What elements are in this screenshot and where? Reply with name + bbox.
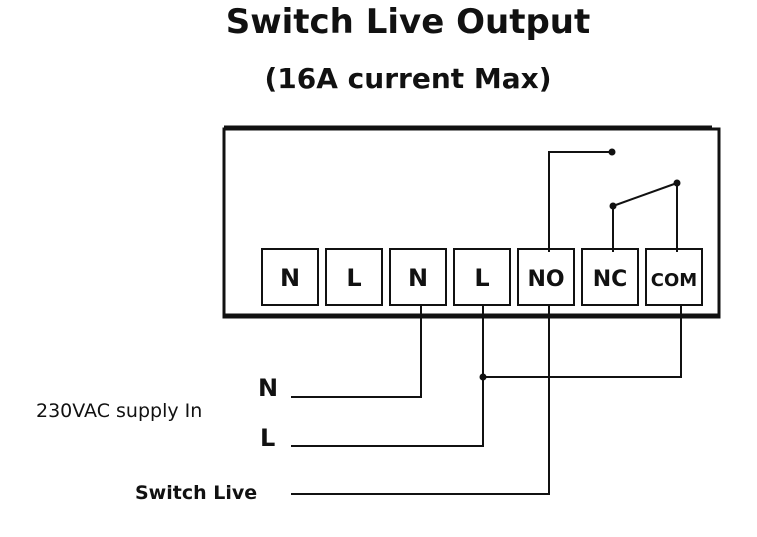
- terminal-label: N: [280, 264, 300, 292]
- neutral-supply-wire: [291, 305, 422, 398]
- terminal-label: L: [474, 264, 489, 292]
- terminal-n-2: N: [389, 248, 447, 306]
- live-wire-label: L: [260, 424, 276, 452]
- relay-com-contact-dot: [673, 179, 681, 187]
- terminal-box: [325, 248, 383, 306]
- diagram-subtitle: (16A current Max): [264, 62, 552, 95]
- terminal-l-1: L: [325, 248, 383, 306]
- terminal-label: NC: [593, 267, 628, 292]
- terminal-box: [581, 248, 639, 306]
- terminal-box: [645, 248, 703, 306]
- relay-no-contact-dot: [608, 148, 616, 156]
- terminal-box: [517, 248, 575, 306]
- relay-switch-arm: [612, 182, 678, 207]
- terminal-label: NO: [527, 267, 564, 292]
- terminal-label: L: [346, 264, 361, 292]
- live-junction-dot: [479, 373, 487, 381]
- terminal-box: [261, 248, 319, 306]
- neutral-wire-label: N: [258, 374, 279, 402]
- terminal-l-3: L: [453, 248, 511, 306]
- terminal-nc-5: NC: [581, 248, 639, 306]
- live-supply-wire: [291, 305, 484, 447]
- supply-in-label: 230VAC supply In: [36, 400, 203, 422]
- terminal-label: COM: [651, 270, 697, 291]
- terminal-box: [389, 248, 447, 306]
- terminal-n-0: N: [261, 248, 319, 306]
- diagram-title: Switch Live Output: [225, 2, 591, 42]
- terminal-label: N: [408, 264, 428, 292]
- switch-live-label: Switch Live: [135, 482, 258, 504]
- relay-no-contact-wire: [548, 151, 612, 252]
- switch-live-wire: [291, 305, 550, 495]
- terminal-box: [453, 248, 511, 306]
- terminal-com-6: COM: [645, 248, 703, 306]
- terminal-no-4: NO: [517, 248, 575, 306]
